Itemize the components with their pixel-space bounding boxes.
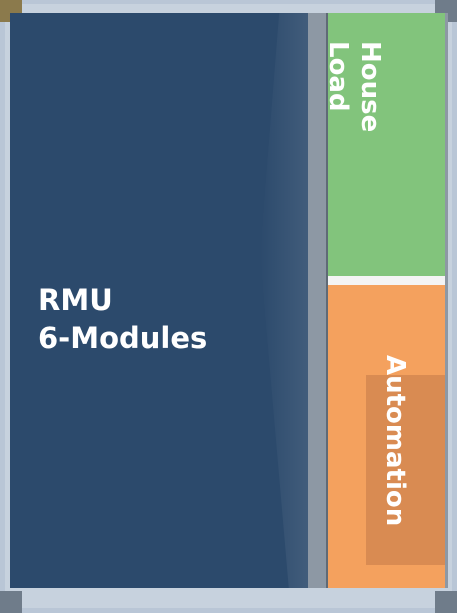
divider-rail: [308, 13, 326, 588]
right-edge-rail: [445, 13, 448, 588]
rmu-sheen: [260, 13, 308, 588]
rmu-label-line1: RMU: [38, 283, 113, 317]
rmu-label-line2: 6-Modules: [38, 321, 208, 355]
divider-line: [326, 13, 328, 588]
automation-label: Automation: [380, 355, 410, 527]
rmu-block[interactable]: RMU 6-Modules: [10, 13, 308, 588]
house-load-label-line2: Load: [323, 41, 353, 112]
automation-inner-panel: [366, 375, 445, 565]
house-load-block[interactable]: House Load: [323, 13, 445, 276]
automation-block[interactable]: Automation: [328, 285, 445, 588]
corner-bracket-bottom-right: [435, 591, 457, 613]
house-load-label-line1: House: [355, 41, 385, 133]
rmu-label: RMU 6-Modules: [38, 281, 207, 357]
section-separator: [328, 276, 445, 285]
corner-bracket-bottom-left: [0, 591, 22, 613]
house-load-label: House Load: [322, 41, 386, 132]
